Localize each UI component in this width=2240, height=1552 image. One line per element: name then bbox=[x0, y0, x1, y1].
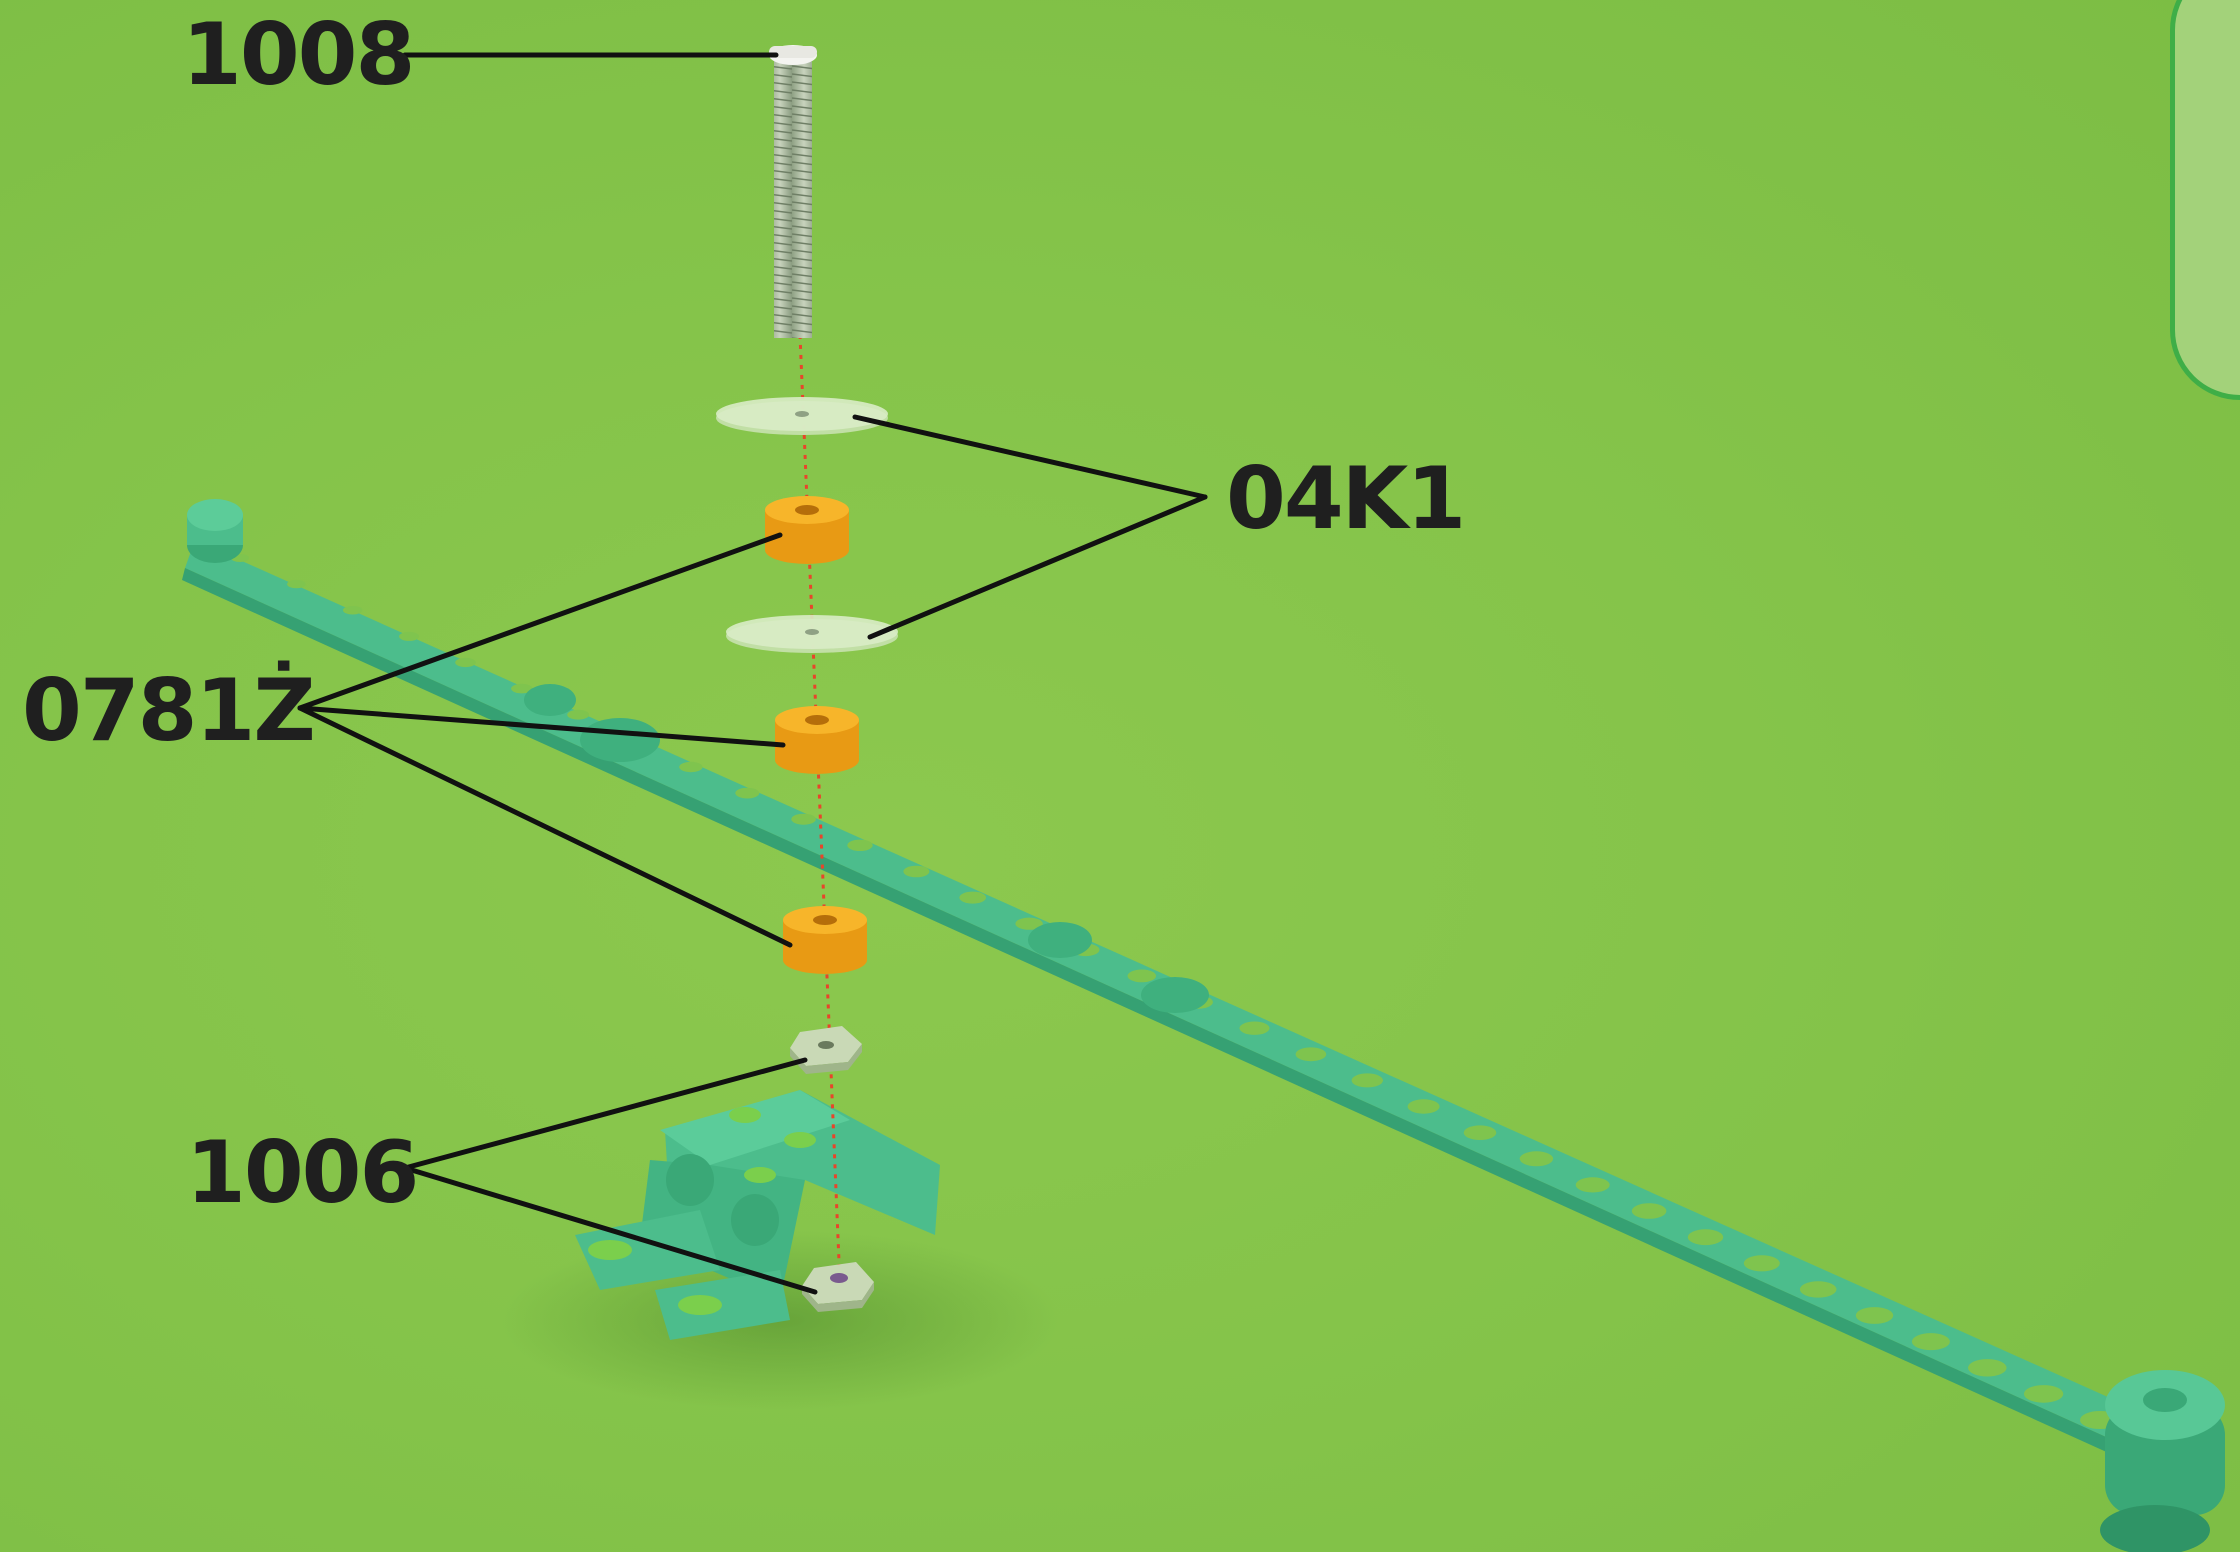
part-label-1008: 1008 bbox=[182, 5, 415, 105]
strip-hole bbox=[343, 605, 363, 615]
leader-line-04k1-b bbox=[867, 494, 1208, 640]
strip-hole bbox=[1743, 1255, 1780, 1272]
strip-hole bbox=[1799, 1281, 1837, 1298]
strip-hole bbox=[1127, 969, 1157, 983]
leader-line-1006-b bbox=[402, 1165, 818, 1295]
strip-hole bbox=[1687, 1229, 1724, 1246]
part-label-0781z: 0781Ż bbox=[22, 661, 316, 761]
strip-hole bbox=[903, 865, 930, 878]
strip-hole bbox=[1351, 1073, 1384, 1088]
strip-hole bbox=[455, 657, 476, 668]
strip-hole bbox=[1968, 1359, 2007, 1377]
leader-line-0781z-b bbox=[297, 705, 786, 748]
strip-end-right bbox=[2100, 1370, 2225, 1552]
strip-hole bbox=[511, 683, 533, 694]
strip-hole bbox=[287, 579, 306, 589]
strip-hole bbox=[1295, 1047, 1327, 1062]
leader-line-04k1-a bbox=[852, 414, 1208, 500]
strip-hole bbox=[1519, 1151, 1554, 1167]
nut-1006-top bbox=[790, 1026, 862, 1074]
leader-line-0781z-c bbox=[297, 705, 793, 948]
angle-bracket bbox=[575, 1090, 940, 1340]
part-label-1006: 1006 bbox=[186, 1123, 419, 1223]
strip-hole bbox=[791, 813, 816, 825]
strip-end-left bbox=[187, 499, 243, 563]
nut-1006-bottom bbox=[802, 1262, 874, 1312]
strip-hole bbox=[1855, 1307, 1894, 1324]
washer-04k1-top bbox=[716, 397, 888, 435]
washer-04k1-bottom bbox=[726, 615, 898, 653]
strip-hole bbox=[1463, 1125, 1497, 1140]
strip-hole bbox=[1911, 1333, 1950, 1351]
strip-hole bbox=[1015, 917, 1043, 930]
strip-hole bbox=[679, 761, 703, 773]
spacer-0781z-2 bbox=[775, 706, 859, 774]
leader-line-1006-a bbox=[402, 1057, 808, 1171]
leader-lines bbox=[297, 52, 1208, 1295]
strip-hole bbox=[847, 839, 873, 851]
strip-hole bbox=[567, 709, 590, 720]
part-label-04k1: 04K1 bbox=[1226, 449, 1466, 549]
strip-hole bbox=[1239, 1021, 1270, 1035]
side-panel-edge bbox=[2170, 0, 2240, 400]
strip-holes bbox=[231, 554, 2120, 1429]
spacer-0781z-3 bbox=[783, 906, 867, 974]
spacer-0781z-1 bbox=[765, 496, 849, 564]
assembly-guide-line bbox=[798, 334, 842, 1286]
strip-hole bbox=[1575, 1177, 1610, 1193]
leader-line-0781z-a bbox=[297, 532, 783, 711]
strip-hole bbox=[959, 891, 986, 904]
strip-hole bbox=[1407, 1099, 1440, 1114]
strip-hole bbox=[735, 787, 760, 799]
strip-hole bbox=[399, 631, 420, 641]
perforated-strip bbox=[182, 499, 2225, 1552]
bolt-1008 bbox=[769, 45, 817, 338]
strip-hole bbox=[1631, 1203, 1667, 1219]
strip-hole bbox=[2023, 1385, 2064, 1403]
